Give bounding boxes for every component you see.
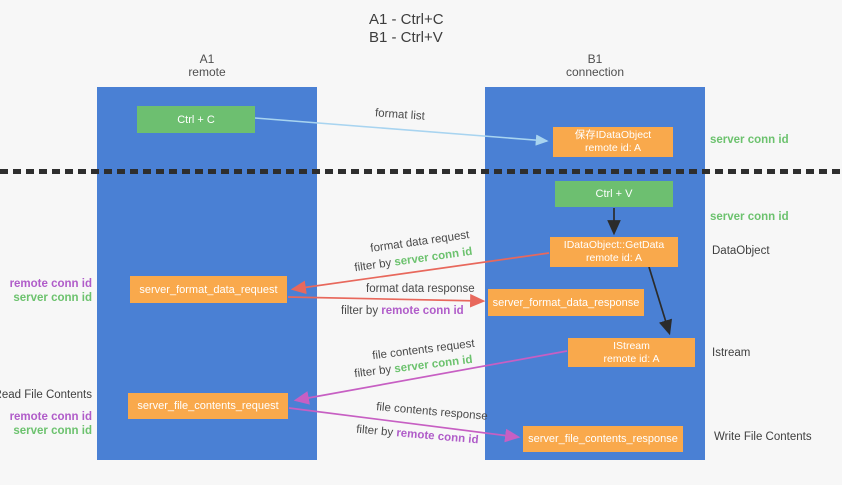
node-save-idataobject: 保存IDataObject remote id: A <box>553 127 673 157</box>
lifeline-a1-name: A1 <box>199 52 215 66</box>
left-remote-conn-id-2: remote conn id <box>9 411 92 423</box>
arrow-format-data-response <box>287 293 486 308</box>
label-filter-by-remote-conn-id-1: filter by remote conn id <box>341 305 464 317</box>
left-conn-id-block-2: remote conn id server conn id <box>10 410 92 438</box>
filter-by-text: filter by <box>355 423 397 440</box>
node-idataobject-getdata: IDataObject::GetData remote id: A <box>550 237 678 267</box>
node-file-response-label: server_file_contents_response <box>528 433 678 445</box>
title-line-2: B1 - Ctrl+V <box>369 29 443 46</box>
label-format-list: format list <box>374 107 426 123</box>
node-getdata-line1: IDataObject::GetData <box>563 239 665 251</box>
node-getdata-line2: remote id: A <box>585 252 643 264</box>
right-label-istream: Istream <box>712 347 751 359</box>
node-ctrl-v-label: Ctrl + V <box>595 188 633 200</box>
label-filter-by-remote-conn-id-2: filter by remote conn id <box>356 424 479 447</box>
left-conn-id-block-1: remote conn id server conn id <box>10 277 92 305</box>
node-ctrl-v: Ctrl + V <box>555 181 673 207</box>
lifeline-header-b1: B1 connection <box>485 53 705 79</box>
right-label-server-conn-id-1: server conn id <box>710 134 789 146</box>
lifeline-b1-name: B1 <box>587 52 603 66</box>
node-istream: IStream remote id: A <box>568 338 695 367</box>
node-file-request-label: server_file_contents_request <box>137 400 279 412</box>
remote-conn-id-text: remote conn id <box>381 305 464 317</box>
left-server-conn-id-1: server conn id <box>13 292 92 304</box>
node-server-file-contents-request: server_file_contents_request <box>128 393 288 419</box>
left-remote-conn-id-1: remote conn id <box>9 278 92 290</box>
filter-by-text: filter by <box>353 363 396 381</box>
node-save-idataobject-line2: remote id: A <box>584 142 642 154</box>
filter-by-text: filter by <box>341 305 382 317</box>
node-istream-line1: IStream <box>613 339 650 352</box>
phase-separator-dashed-line <box>0 169 842 174</box>
node-save-idataobject-line1: 保存IDataObject <box>574 129 652 141</box>
node-server-format-data-response: server_format_data_response <box>488 289 644 316</box>
node-ctrl-c: Ctrl + C <box>137 106 255 133</box>
lifeline-header-a1: A1 remote <box>97 53 317 79</box>
title-line-1: A1 - Ctrl+C <box>369 11 444 28</box>
node-server-format-data-request: server_format_data_request <box>130 276 287 303</box>
node-format-response-label: server_format_data_response <box>492 296 640 309</box>
right-label-write-file-contents: Write File Contents <box>714 431 812 443</box>
label-format-data-response: format data response <box>366 283 475 295</box>
node-format-request-label: server_format_data_request <box>139 283 278 296</box>
right-label-server-conn-id-2: server conn id <box>710 211 789 223</box>
lifeline-a1-subtitle: remote <box>188 65 226 79</box>
node-istream-line2: remote id: A <box>603 352 660 365</box>
lifeline-b1-subtitle: connection <box>565 65 625 79</box>
diagram-title: A1 - Ctrl+C B1 - Ctrl+V <box>369 11 444 47</box>
node-ctrl-c-label: Ctrl + C <box>177 113 215 126</box>
left-label-read-file-contents: Read File Contents <box>0 389 92 401</box>
filter-by-text: filter by <box>353 256 396 275</box>
remote-conn-id-text: remote conn id <box>395 427 479 447</box>
label-file-contents-response: file contents response <box>375 401 489 423</box>
left-server-conn-id-2: server conn id <box>13 425 92 437</box>
right-label-dataobject: DataObject <box>712 245 770 257</box>
node-server-file-contents-response: server_file_contents_response <box>523 426 683 452</box>
